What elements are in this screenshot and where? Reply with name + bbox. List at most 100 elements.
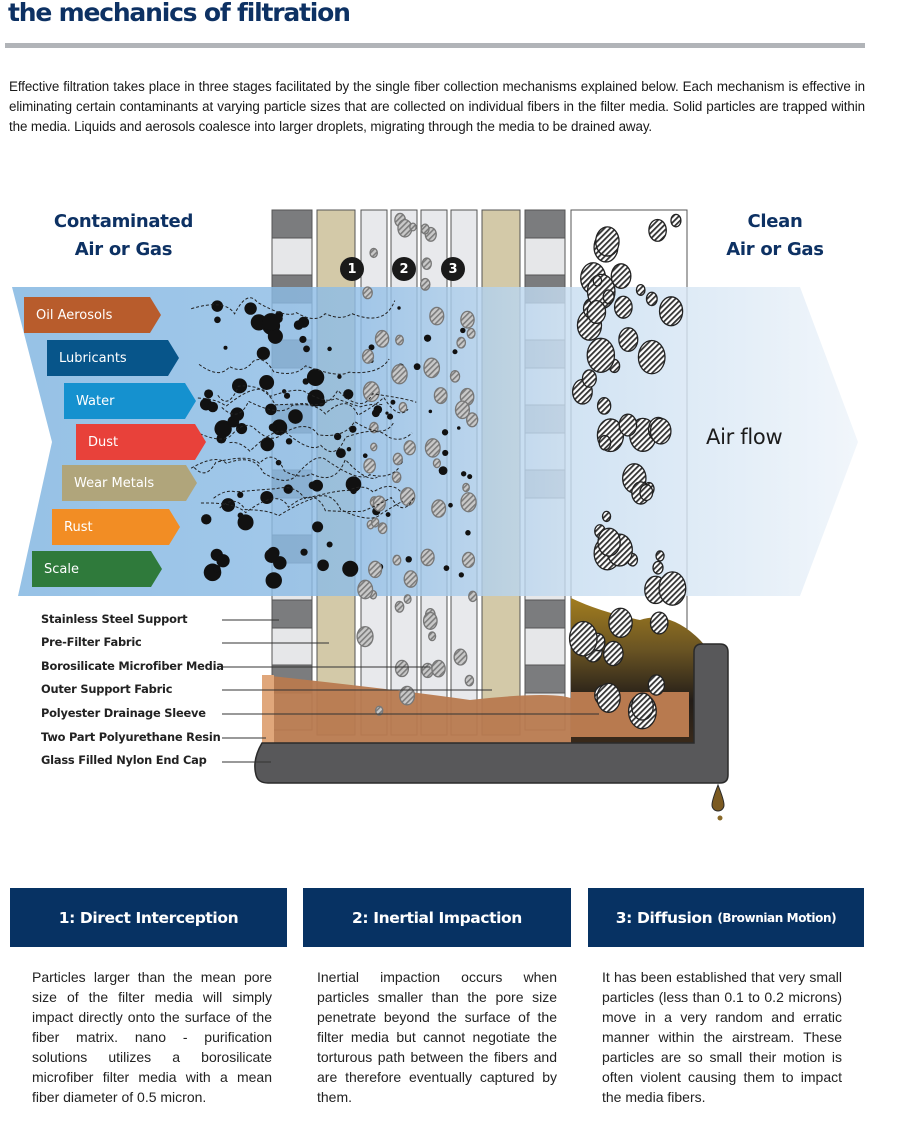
contaminant-particle bbox=[223, 345, 228, 350]
stage-marker-1-text: 1 bbox=[347, 261, 357, 277]
nylon-end-cap bbox=[254, 643, 729, 784]
component-label-3: Borosilicate Microfiber Media bbox=[41, 659, 224, 673]
media-fiber bbox=[377, 522, 388, 535]
particle-path bbox=[193, 456, 378, 479]
coalesced-droplet bbox=[618, 327, 639, 352]
particle-path bbox=[190, 420, 395, 440]
mechanism-header-1: 1: Direct Interception bbox=[10, 888, 287, 947]
contaminant-particle bbox=[335, 448, 346, 459]
contaminant-particle bbox=[405, 556, 412, 563]
media-fiber bbox=[461, 551, 476, 569]
media-fiber bbox=[361, 348, 375, 364]
contaminant-particle bbox=[342, 560, 359, 577]
airflow-label: Air flow bbox=[706, 425, 783, 449]
contaminant-particle bbox=[456, 426, 461, 430]
contaminant-particle bbox=[346, 446, 352, 452]
media-fiber bbox=[399, 487, 416, 507]
contaminant-particle bbox=[275, 459, 282, 466]
coalesced-droplet bbox=[655, 550, 665, 562]
title-divider bbox=[5, 43, 865, 48]
media-fiber bbox=[363, 458, 376, 474]
coalesced-droplet bbox=[568, 620, 598, 657]
mechanism-title-1: 1: Direct Interception bbox=[58, 908, 239, 927]
media-fiber bbox=[464, 674, 475, 687]
contaminant-tag-scale: Scale bbox=[32, 551, 162, 587]
contaminant-particle bbox=[237, 514, 254, 531]
coalesced-droplet bbox=[652, 560, 664, 575]
coalesced-droplet bbox=[631, 692, 654, 721]
media-fiber bbox=[419, 277, 431, 291]
media-fiber bbox=[420, 548, 435, 567]
coalesced-droplet bbox=[670, 213, 682, 228]
contaminant-tag-rust: Rust bbox=[52, 509, 180, 545]
coalesced-droplet bbox=[601, 510, 612, 523]
mechanism-header-2: 2: Inertial Impaction bbox=[303, 888, 571, 947]
media-fiber bbox=[392, 452, 404, 466]
contaminant-particle bbox=[267, 328, 283, 344]
contaminant-particle bbox=[303, 345, 310, 353]
contaminant-particle bbox=[441, 429, 449, 436]
contaminant-particle bbox=[442, 449, 449, 456]
coalesced-droplet bbox=[596, 682, 621, 713]
media-fiber bbox=[399, 685, 416, 706]
contaminant-tag-wear-metals: Wear Metals bbox=[62, 465, 197, 501]
coalesced-droplet bbox=[647, 674, 666, 696]
media-fiber bbox=[391, 471, 402, 484]
particle-path bbox=[197, 388, 383, 408]
contaminant-particle bbox=[211, 300, 224, 312]
contaminated-heading: Contaminated Air or Gas bbox=[36, 208, 211, 264]
media-fiber bbox=[449, 369, 461, 383]
contaminant-particle bbox=[213, 564, 221, 573]
contaminant-particle bbox=[285, 438, 293, 445]
contaminant-particle bbox=[397, 306, 401, 310]
media-fiber bbox=[466, 327, 476, 339]
media-fiber bbox=[462, 482, 470, 493]
contaminated-heading-line2: Air or Gas bbox=[74, 239, 173, 260]
coalesced-droplet bbox=[637, 339, 666, 375]
contaminant-particle bbox=[385, 512, 391, 517]
contaminant-particle bbox=[264, 548, 279, 563]
media-fiber bbox=[460, 492, 477, 513]
contaminant-particle bbox=[458, 572, 464, 578]
media-fiber bbox=[421, 257, 432, 271]
media-fiber bbox=[453, 648, 468, 666]
coalesced-droplet bbox=[596, 397, 612, 415]
media-fiber bbox=[432, 458, 442, 469]
media-fiber bbox=[391, 364, 408, 385]
oil-drip-icon bbox=[711, 783, 725, 812]
media-fiber bbox=[372, 495, 386, 512]
contaminant-particle bbox=[308, 481, 317, 490]
leader-lines bbox=[222, 619, 599, 763]
media-fiber bbox=[423, 357, 441, 379]
contaminated-heading-line1: Contaminated bbox=[53, 211, 194, 232]
coalesced-droplet bbox=[639, 483, 654, 502]
contaminant-particle bbox=[237, 491, 244, 498]
media-fiber bbox=[429, 306, 445, 326]
contaminant-particle bbox=[385, 411, 389, 415]
contaminant-particle bbox=[465, 530, 471, 536]
contaminant-particle bbox=[327, 346, 332, 352]
contaminant-tag-oil-aerosols: Oil Aerosols bbox=[24, 297, 161, 333]
media-fiber bbox=[460, 310, 475, 329]
media-fiber bbox=[394, 659, 410, 678]
contaminant-particle bbox=[236, 422, 248, 435]
intro-paragraph: Effective filtration takes place in thre… bbox=[9, 79, 865, 134]
coalesced-droplet bbox=[592, 274, 603, 287]
contaminant-particle bbox=[259, 375, 275, 390]
media-fiber bbox=[370, 442, 378, 452]
media-fiber bbox=[456, 336, 467, 349]
media-fiber bbox=[395, 334, 404, 346]
particles bbox=[190, 212, 687, 730]
contaminant-particle bbox=[317, 559, 329, 572]
coalesced-droplet bbox=[602, 640, 624, 667]
mechanism-title-2: 2: Inertial Impaction bbox=[352, 908, 522, 927]
component-label-6: Two Part Polyurethane Resin bbox=[41, 730, 221, 744]
contaminant-particle bbox=[207, 401, 219, 413]
contaminant-particle bbox=[467, 474, 473, 480]
particle-path bbox=[191, 297, 396, 320]
media-fiber bbox=[374, 329, 390, 348]
particle-path bbox=[200, 496, 415, 514]
component-label-5: Polyester Drainage Sleeve bbox=[41, 706, 206, 720]
media-fiber bbox=[392, 554, 402, 566]
media-fiber bbox=[403, 594, 412, 605]
